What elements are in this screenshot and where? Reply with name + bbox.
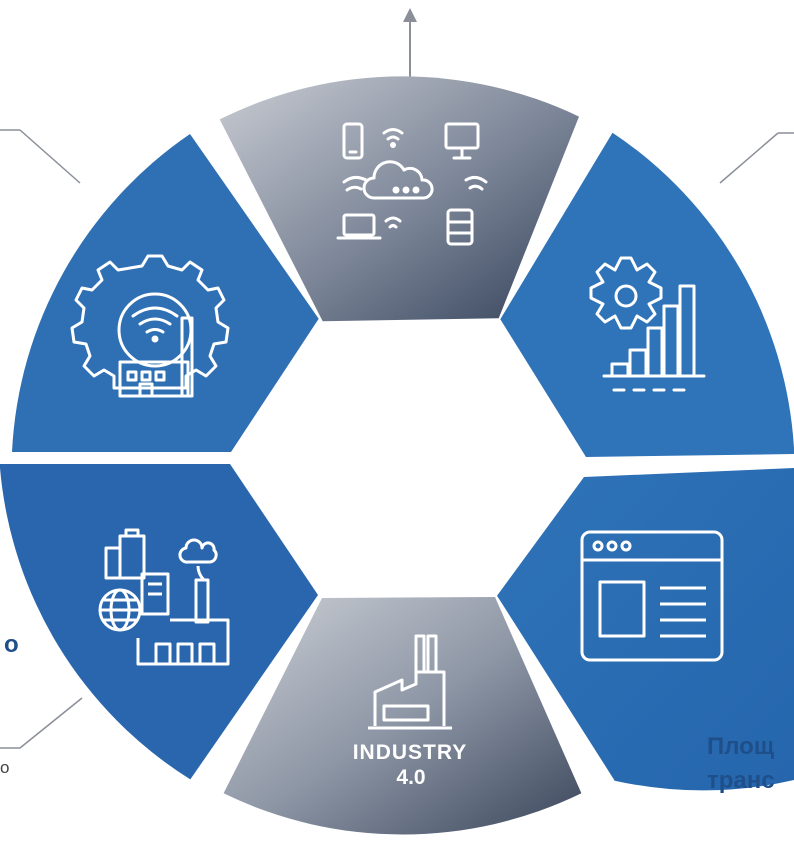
segment-lower-left[interactable] <box>0 464 318 780</box>
segment-bottom[interactable] <box>223 597 582 835</box>
gear-growth-chart-icon <box>589 256 706 392</box>
connector-upper-left <box>19 129 81 184</box>
segment-upper-right[interactable] <box>500 132 794 457</box>
industry-4-0-factory-icon <box>368 634 452 730</box>
browser-window-icon <box>580 530 724 662</box>
left-callout-title: о <box>4 631 19 658</box>
global-factory-city-icon <box>98 528 230 666</box>
right-callout-title-line2: транс <box>707 767 775 794</box>
arrow-head-icon <box>403 8 417 22</box>
right-callout-title-line1: Площ <box>707 733 775 760</box>
connector-upper-right <box>719 132 779 184</box>
center-badge-line2: 4.0 <box>396 766 425 789</box>
smart-factory-gear-wifi-icon <box>70 254 230 398</box>
cloud-network-devices-icon <box>336 122 488 246</box>
left-callout-subtitle: о <box>0 758 10 777</box>
center-badge-line1: INDUSTRY <box>353 741 468 764</box>
connector-lower-left <box>19 697 83 749</box>
